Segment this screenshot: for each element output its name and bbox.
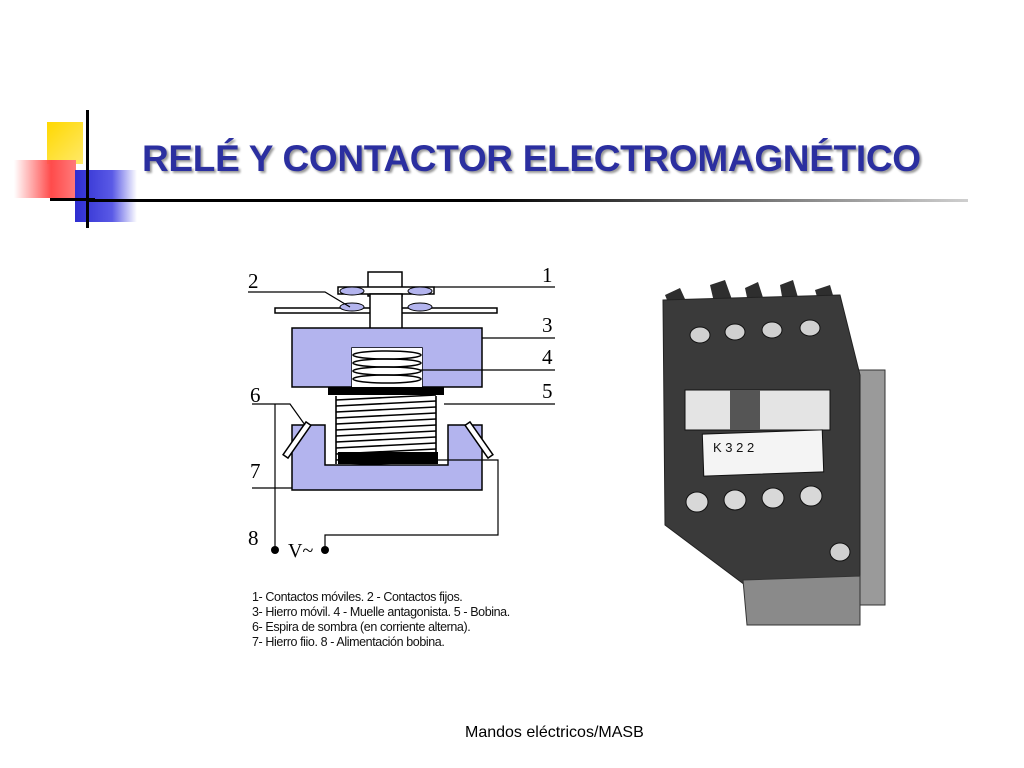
vertical-line	[86, 110, 89, 228]
upper-terminals	[689, 319, 821, 344]
model-label-plate	[701, 429, 825, 477]
mounting-base	[742, 575, 861, 626]
label-1: 1	[542, 263, 553, 287]
coil-bottom-plate	[338, 452, 438, 464]
label-3: 3	[542, 313, 553, 337]
title-underline	[88, 199, 968, 202]
label-2: 2	[248, 269, 259, 293]
slide-footer: Mandos eléctricos/MASB	[465, 724, 644, 741]
fixed-iron	[291, 424, 483, 491]
contactor-photo: K 3 2 2	[662, 280, 886, 626]
label-7: 7	[250, 459, 261, 483]
antagonist-spring	[352, 348, 422, 387]
legend-line: 1- Contactos móviles. 2 - Contactos fijo…	[252, 590, 463, 604]
legend-line: 3- Hierro móvil. 4 - Muelle antagonista.…	[252, 605, 510, 619]
fixed-contact-right	[407, 302, 433, 312]
moving-contact-right	[407, 286, 433, 296]
bottom-terminal	[829, 542, 851, 562]
diagram-legend: 1- Contactos móviles. 2 - Contactos fijo…	[252, 590, 510, 650]
moving-contact-left	[339, 286, 365, 296]
shading-rings	[282, 420, 494, 460]
relay-diagram: 1 2 3 4 5 6 7 8 V~	[248, 263, 555, 562]
label-4: 4	[542, 345, 553, 369]
model-label: K 3 2 2	[713, 440, 754, 455]
lower-terminals	[685, 485, 823, 513]
label-8: 8	[248, 526, 259, 550]
slide-title: RELÉ Y CONTACTOR ELECTROMAGNÉTICO	[142, 138, 921, 179]
fixed-contact-left	[339, 302, 365, 312]
window-divider	[730, 390, 760, 430]
horizontal-line	[50, 198, 95, 201]
coil-top-plate	[328, 387, 444, 395]
legend-line: 7- Hierro fiio. 8 - Alimentación bobina.	[252, 635, 445, 649]
label-6: 6	[250, 383, 261, 407]
corner-decoration	[0, 100, 150, 230]
voltage-label: V~	[288, 540, 313, 562]
legend-line: 6- Espira de sombra (en corriente altern…	[252, 620, 471, 634]
yellow-square	[47, 122, 83, 164]
terminal-left	[271, 546, 279, 554]
terminal-right	[321, 546, 329, 554]
blue-square	[75, 170, 137, 222]
leader-lines	[248, 286, 555, 550]
label-5: 5	[542, 379, 553, 403]
red-square	[14, 160, 76, 198]
